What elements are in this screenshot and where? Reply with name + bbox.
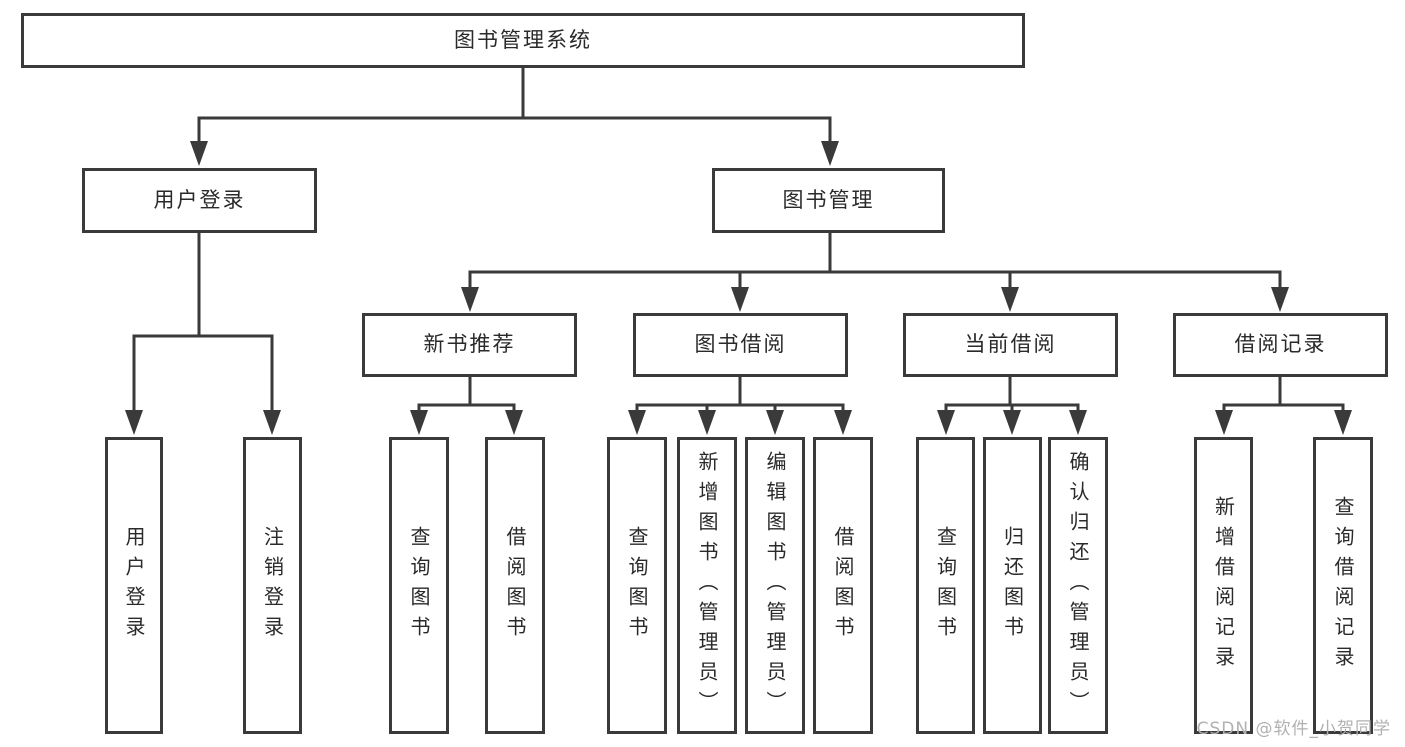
csdn-watermark: CSDN @软件_小贺同学 <box>1196 719 1391 739</box>
node-leaf-user-login: 用户登录 <box>105 437 163 734</box>
node-user-login: 用户登录 <box>82 168 317 233</box>
arrowhead <box>766 410 784 435</box>
node-leaf-query-book-1: 查询图书 <box>389 437 449 734</box>
node-leaf-query-borrow-record: 查询借阅记录 <box>1313 437 1373 734</box>
node-book-borrow: 图书借阅 <box>633 313 848 377</box>
arrowhead <box>1334 410 1352 435</box>
arrowhead <box>461 287 479 312</box>
arrowhead <box>937 410 955 435</box>
node-leaf-query-book-2: 查询图书 <box>607 437 667 734</box>
arrowhead <box>410 410 428 435</box>
node-leaf-logout: 注销登录 <box>243 437 302 734</box>
node-root: 图书管理系统 <box>21 13 1025 68</box>
node-leaf-confirm-return-admin: 确认归还（管理员） <box>1048 437 1108 734</box>
arrowhead <box>1069 410 1087 435</box>
node-new-book-recommend: 新书推荐 <box>362 313 577 377</box>
arrowhead <box>698 410 716 435</box>
node-borrow-record: 借阅记录 <box>1173 313 1388 377</box>
connector-segments <box>132 66 1345 418</box>
arrowhead <box>821 141 839 166</box>
node-leaf-query-book-3: 查询图书 <box>916 437 975 734</box>
node-leaf-add-book-admin: 新增图书（管理员） <box>677 437 737 734</box>
node-current-borrow: 当前借阅 <box>903 313 1118 377</box>
arrowhead <box>505 410 523 435</box>
node-leaf-edit-book-admin: 编辑图书（管理员） <box>745 437 805 734</box>
arrowhead <box>1271 287 1289 312</box>
arrowhead <box>1003 410 1021 435</box>
arrowhead <box>834 410 852 435</box>
arrowhead <box>263 410 281 435</box>
arrowhead <box>628 410 646 435</box>
node-leaf-borrow-book-1: 借阅图书 <box>485 437 545 734</box>
node-leaf-add-borrow-record: 新增借阅记录 <box>1194 437 1253 734</box>
arrowhead <box>731 287 749 312</box>
node-leaf-return-book: 归还图书 <box>983 437 1042 734</box>
arrowheads <box>125 141 1352 435</box>
node-book-management: 图书管理 <box>712 168 945 233</box>
arrowhead <box>190 141 208 166</box>
arrowhead <box>125 410 143 435</box>
arrowhead <box>1001 287 1019 312</box>
node-leaf-borrow-book-2: 借阅图书 <box>813 437 873 734</box>
arrowhead <box>1215 410 1233 435</box>
